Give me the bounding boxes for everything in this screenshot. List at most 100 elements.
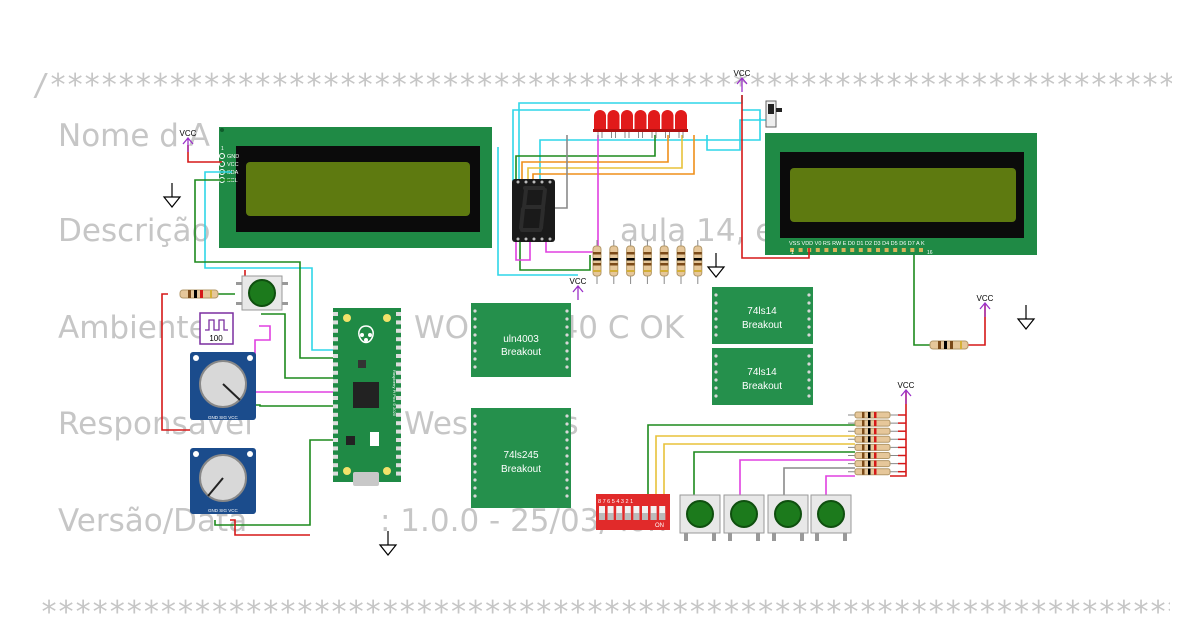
resistor-band [660, 270, 669, 272]
push-button-leg [756, 533, 760, 541]
pullup-band [868, 468, 871, 475]
comment-top-line: /***************************************… [32, 68, 1172, 103]
resistor-band [660, 252, 669, 255]
chip-pin [473, 470, 477, 474]
dip-toggle-knob [642, 513, 648, 520]
dip-switch[interactable]: 8 7 6 5 4 3 2 1 ON [596, 494, 670, 530]
led-red [661, 110, 674, 130]
lcd-pin [867, 248, 872, 252]
lcd-pin [798, 248, 803, 252]
resistor-button-pullup [179, 289, 219, 299]
dip-toggle-knob [659, 513, 666, 520]
pullup-band [874, 412, 877, 418]
push-button-cap [686, 500, 714, 528]
seven-seg-pin [540, 237, 544, 241]
slide-switch[interactable] [765, 100, 782, 128]
pullup-band [874, 452, 877, 459]
push-button-leg [800, 533, 804, 541]
seven-segment-display[interactable] [512, 179, 555, 242]
lcd-pin [901, 248, 906, 252]
comment-bottom-line: ****************************************… [40, 595, 1170, 630]
chip-pin [807, 293, 811, 297]
pico-pin [396, 370, 401, 375]
chip-pin [473, 462, 477, 466]
seven-seg-pin [532, 237, 536, 241]
pico-pin [396, 454, 401, 459]
chip-pin [565, 317, 569, 321]
raspberry-pi-pico[interactable]: Raspberry Pi Pico © 2020 [333, 308, 401, 486]
pico-pin [396, 471, 401, 476]
potentiometer-bottom[interactable]: GND SIG VCC [190, 448, 256, 514]
pico-pin [333, 421, 338, 426]
bg-text-descricao: Descrição [58, 213, 211, 249]
ground-symbol [162, 183, 182, 208]
led-base [674, 129, 688, 132]
74ls245-breakout[interactable]: 74ls245 Breakout [471, 408, 571, 508]
chip-pin [714, 386, 718, 390]
vcc-symbol [979, 301, 991, 317]
pico-pin [396, 396, 401, 400]
lcd-i2c-display[interactable]: 1 GND VCC SDA SCL [219, 127, 492, 248]
pullup-band [868, 436, 871, 443]
led-base [647, 129, 661, 132]
clock-generator[interactable]: 100 [199, 312, 234, 345]
pico-pin [333, 471, 338, 476]
pullup-band [862, 428, 865, 435]
chip-pin [473, 446, 477, 450]
74ls14-top-breakout-label: Breakout [742, 320, 782, 331]
74ls14-breakout-top[interactable]: 74ls14 Breakout [712, 287, 813, 344]
pico-pin [396, 404, 401, 409]
led-base [606, 129, 621, 132]
resistor-band [660, 258, 669, 261]
bg-text-ambiente: Ambiente [58, 310, 208, 346]
pullup-band [862, 436, 865, 443]
74ls14-breakout-bottom[interactable]: 74ls14 Breakout [712, 348, 813, 405]
pico-pin [396, 345, 401, 350]
potentiometer-top[interactable]: GND SIG VCC [190, 352, 256, 420]
resistor-band [609, 252, 618, 255]
pullup-body [854, 427, 891, 435]
pico-pin [333, 438, 338, 442]
push-button-cap [774, 500, 802, 528]
pico-pin [333, 454, 338, 459]
led-base [660, 129, 675, 132]
chip-pin [807, 394, 811, 398]
dip-toggle-knob [616, 513, 623, 520]
svg-text:1: 1 [221, 146, 224, 152]
pico-pin [333, 337, 338, 342]
uln4003-breakout[interactable]: uln4003 Breakout [471, 303, 571, 377]
pullup-band [868, 412, 871, 418]
seven-seg-pin [540, 180, 544, 184]
lcd-pin [850, 248, 855, 252]
dip-switch-numbers: 8 7 6 5 4 3 2 1 [598, 499, 633, 505]
push-button-leg [712, 533, 716, 541]
chip-pin [473, 349, 477, 353]
lcd-pin [841, 248, 846, 252]
pico-pin [396, 446, 401, 451]
chip-pin [807, 354, 811, 358]
ground-symbol [378, 531, 398, 556]
pico-pins [333, 312, 401, 476]
lcd-parallel-display[interactable]: VSS VDD V0 RS RW E D0 D1 D2 D3 D4 D5 D6 … [765, 133, 1037, 256]
pico-pin [396, 438, 401, 442]
chip-pin [473, 430, 477, 434]
push-buttons-bottom[interactable] [679, 494, 852, 541]
resistor-band [677, 258, 685, 261]
pullup-band [874, 420, 877, 427]
chip-pin [565, 357, 569, 361]
chip-pin [473, 414, 477, 418]
resistor-band [626, 258, 635, 261]
push-button-left[interactable] [236, 275, 288, 311]
push-button-leg [772, 533, 776, 541]
pullup-band [862, 468, 865, 475]
resistor-band [677, 263, 685, 266]
chip-pin [565, 478, 569, 482]
vcc-label: VCC [570, 277, 587, 286]
pico-pin [333, 362, 338, 367]
pico-pin [396, 429, 401, 434]
chip-pin [714, 394, 718, 398]
vcc-symbol [900, 388, 912, 404]
pico-pin [396, 362, 401, 367]
